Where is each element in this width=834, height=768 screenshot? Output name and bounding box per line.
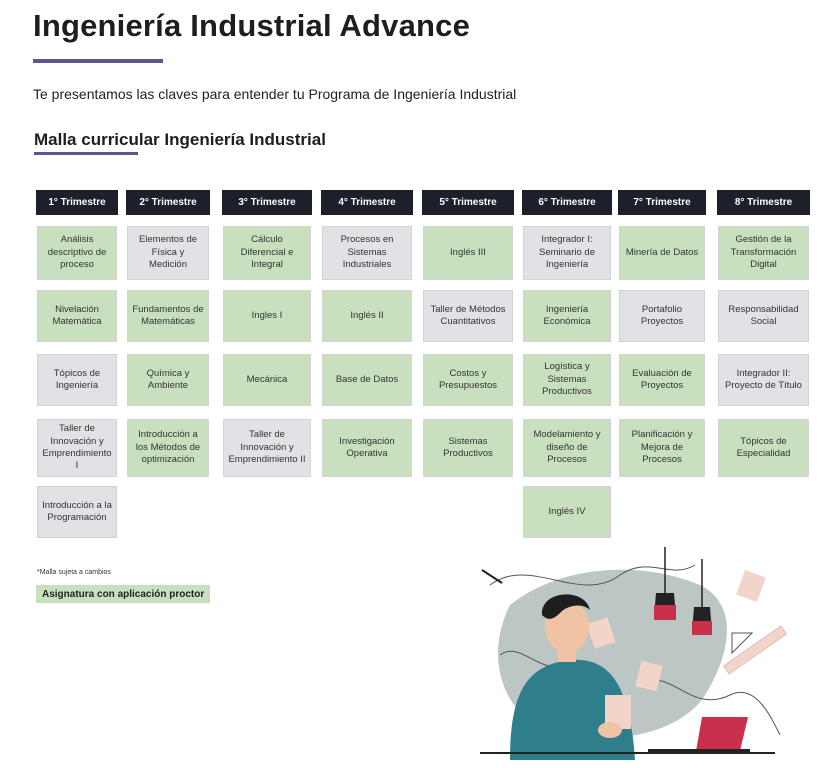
course-cell: Planificación y Mejora de Procesos [619,419,705,477]
course-cell: Costos y Presupuestos [423,354,513,406]
course-cell: Introducción a los Métodos de optimizaci… [127,419,209,477]
course-cell: Modelamiento y diseño de Procesos [523,419,611,477]
course-cell: Taller de Métodos Cuantitativos [423,290,513,342]
section-underline [34,152,138,155]
course-cell: Nivelación Matemática [37,290,117,342]
course-cell: Base de Datos [322,354,412,406]
course-cell: Inglés III [423,226,513,280]
course-cell: Análisis descriptivo de proceso [37,226,117,280]
term-header: 3° Trimestre [222,190,312,215]
footnote: *Malla sujeta a cambios [37,569,111,576]
course-cell: Portafolio Proyectos [619,290,705,342]
course-cell: Taller de Innovación y Emprendimiento II [223,419,311,477]
course-cell: Taller de Innovación y Emprendimiento I [37,419,117,477]
course-cell: Integrador I: Seminario de Ingeniería [523,226,611,280]
course-cell: Introducción a la Programación [37,486,117,538]
term-header: 7° Trimestre [618,190,706,215]
course-cell: Minería de Datos [619,226,705,280]
term-header: 5° Trimestre [422,190,514,215]
proctor-legend: Asignatura con aplicación proctor [36,585,211,603]
course-cell: Química y Ambiente [127,354,209,406]
course-cell: Inglés IV [523,486,611,538]
course-cell: Cálculo Diferencial e Integral [223,226,311,280]
course-cell: Tópicos de Especialidad [718,419,809,477]
term-header: 2° Trimestre [126,190,210,215]
course-cell: Mecánica [223,354,311,406]
course-cell: Fundamentos de Matemáticas [127,290,209,342]
term-header: 8° Trimestre [717,190,810,215]
course-cell: Integrador II: Proyecto de Título [718,354,809,406]
term-header: 6° Trimestre [522,190,612,215]
course-cell: Sistemas Productivos [423,419,513,477]
student-laptop-illustration [480,547,787,760]
term-header: 1° Trimestre [36,190,118,215]
course-cell: Gestión de la Transformación Digital [718,226,809,280]
course-cell: Investigación Operativa [322,419,412,477]
page-subtitle: Te presentamos las claves para entender … [33,86,517,102]
course-cell: Procesos en Sistemas Industriales [322,226,412,280]
course-cell: Ingles I [223,290,311,342]
title-underline [33,59,163,63]
course-cell: Elementos de Física y Medición [127,226,209,280]
section-title: Malla curricular Ingeniería Industrial [34,130,326,149]
course-cell: Logística y Sistemas Productivos [523,354,611,406]
term-header: 4° Trimestre [321,190,413,215]
course-cell: Tópicos de Ingeniería [37,354,117,406]
page-title: Ingeniería Industrial Advance [33,8,471,43]
course-cell: Responsabilidad Social [718,290,809,342]
course-cell: Inglés II [322,290,412,342]
course-cell: Evaluación de Proyectos [619,354,705,406]
course-cell: Ingeniería Económica [523,290,611,342]
